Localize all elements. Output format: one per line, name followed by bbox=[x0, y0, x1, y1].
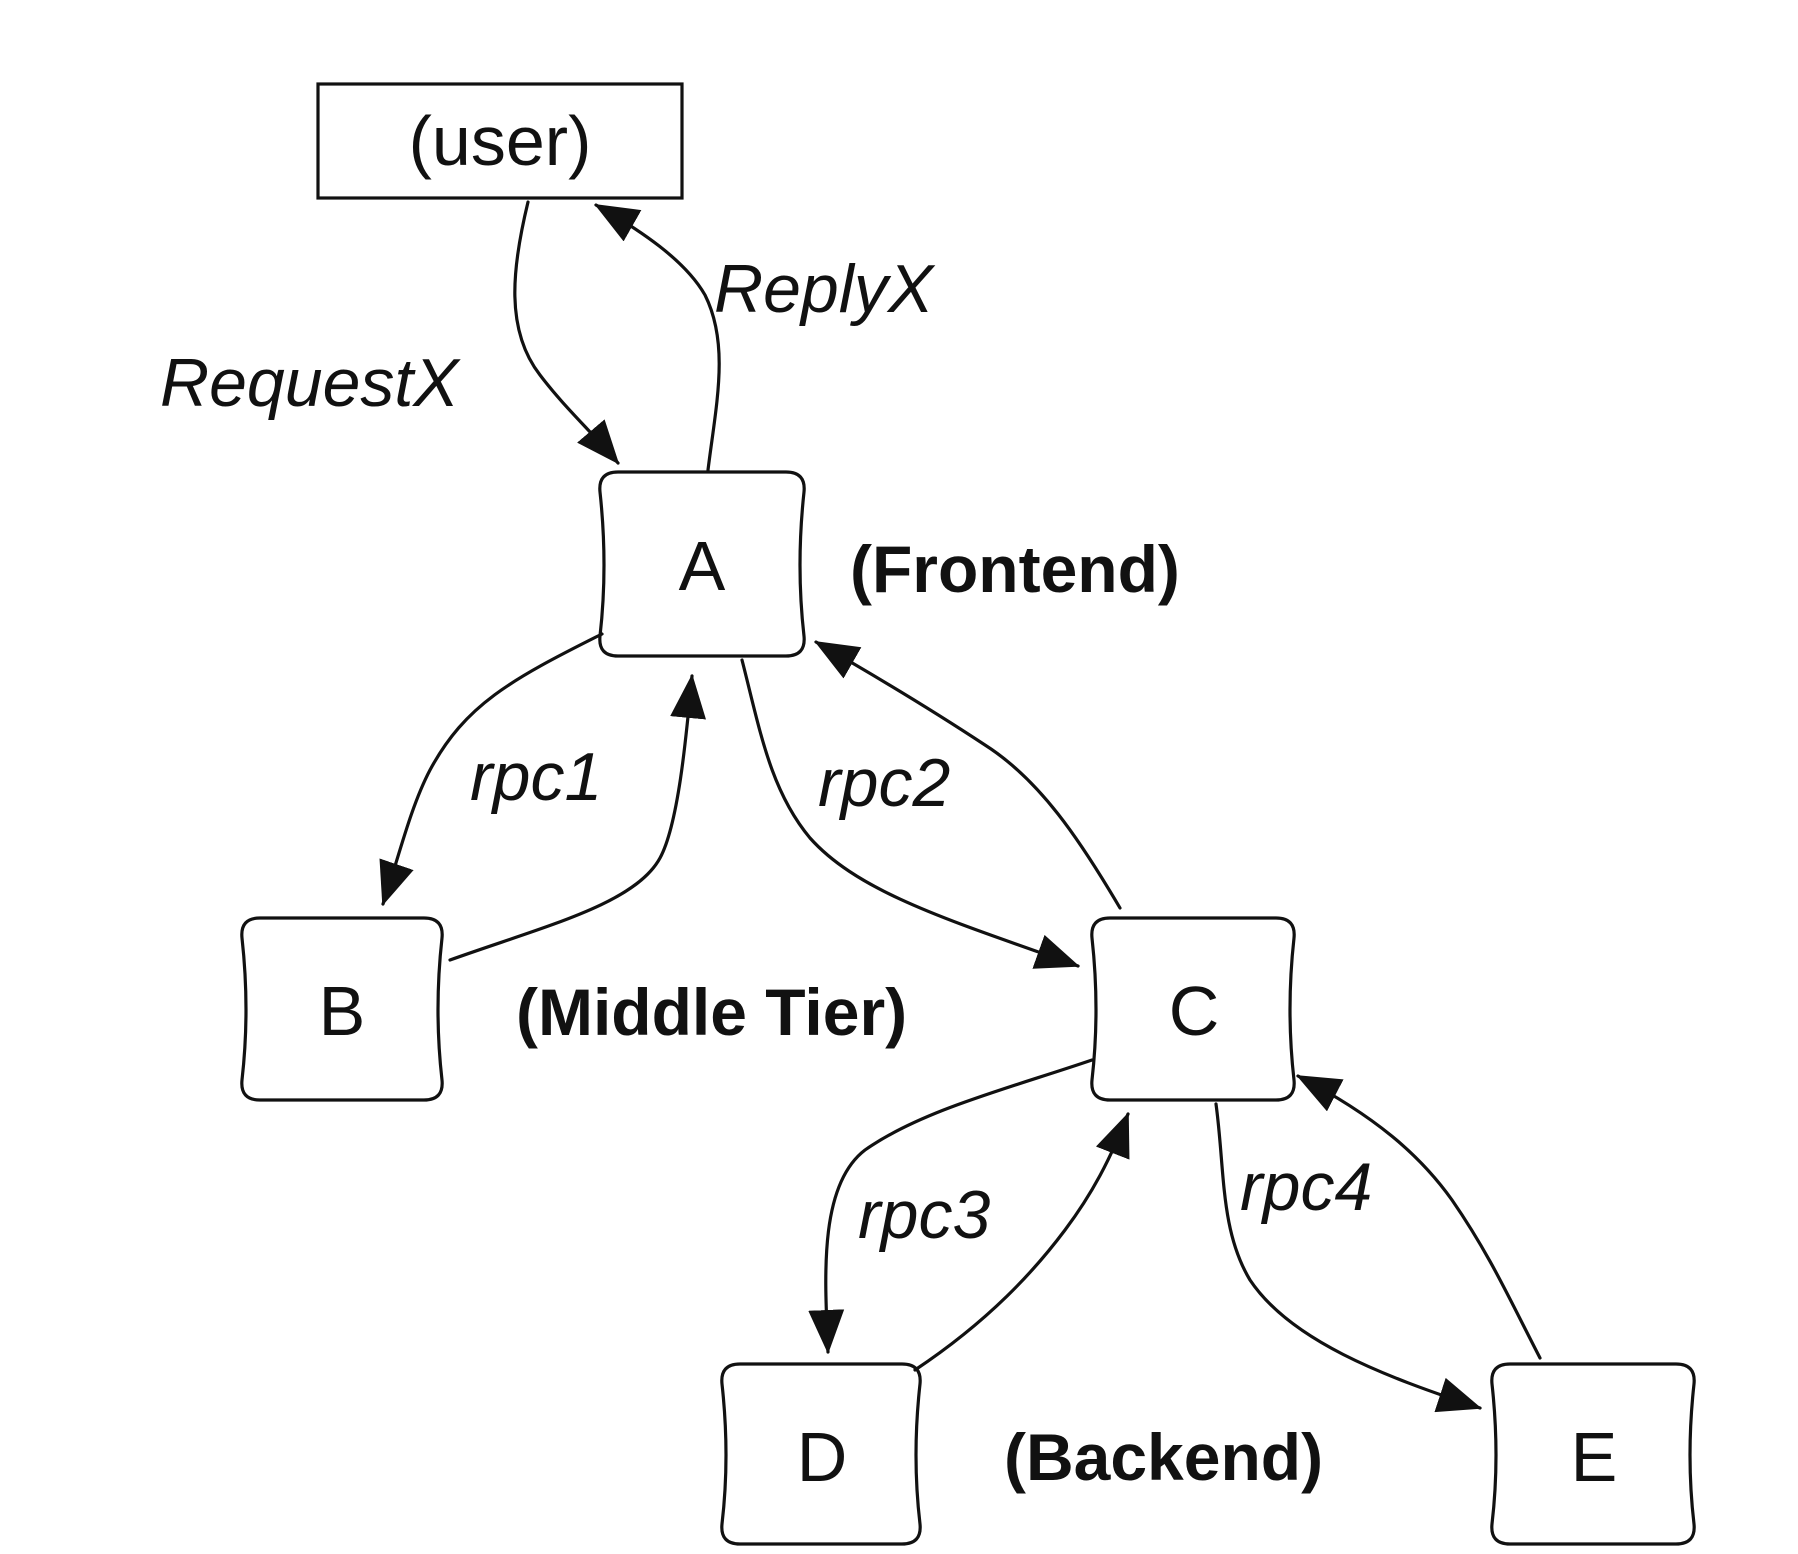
reply-label: ReplyX bbox=[714, 251, 936, 327]
node-e-box bbox=[1490, 1362, 1696, 1546]
rpc1-reply-arrow bbox=[448, 674, 707, 962]
request-arrow bbox=[513, 200, 620, 465]
node-a: A bbox=[598, 470, 806, 658]
node-d: D bbox=[720, 1362, 922, 1546]
rpc4-reply-arrow bbox=[1296, 1074, 1542, 1360]
node-b-label: B bbox=[319, 972, 366, 1050]
node-c-box bbox=[1090, 916, 1296, 1102]
node-e: E bbox=[1490, 1362, 1696, 1546]
rpc3-request-arrow bbox=[808, 1058, 1094, 1354]
rpc4-request-arrow bbox=[1214, 1102, 1482, 1413]
node-e-label: E bbox=[1571, 1418, 1618, 1496]
rpc1-label: rpc1 bbox=[470, 739, 602, 815]
rpc1-request-arrow bbox=[379, 632, 604, 906]
reply-arrow bbox=[594, 203, 721, 472]
node-a-box bbox=[598, 470, 806, 658]
rpc3-label: rpc3 bbox=[858, 1177, 990, 1253]
user-node-box bbox=[316, 82, 684, 200]
frontend-tier-label: (Frontend) bbox=[850, 532, 1180, 606]
rpc4-label: rpc4 bbox=[1240, 1149, 1372, 1225]
user-node: (user) bbox=[316, 82, 684, 200]
node-b: B bbox=[240, 916, 444, 1102]
rpc2-label: rpc2 bbox=[818, 745, 950, 821]
node-a-label: A bbox=[679, 527, 726, 605]
node-d-box bbox=[720, 1362, 922, 1546]
node-c-label: C bbox=[1169, 972, 1220, 1050]
rpc2-request-arrow bbox=[740, 658, 1080, 969]
middle-tier-label: (Middle Tier) bbox=[516, 975, 907, 1049]
backend-tier-label: (Backend) bbox=[1004, 1420, 1323, 1494]
rpc3-reply-arrow bbox=[913, 1112, 1130, 1372]
node-d-label: D bbox=[797, 1418, 848, 1496]
node-c: C bbox=[1090, 916, 1296, 1102]
node-b-box bbox=[240, 916, 444, 1102]
user-node-label: (user) bbox=[409, 102, 592, 180]
rpc2-reply-arrow bbox=[814, 640, 1122, 910]
request-label: RequestX bbox=[160, 345, 461, 421]
